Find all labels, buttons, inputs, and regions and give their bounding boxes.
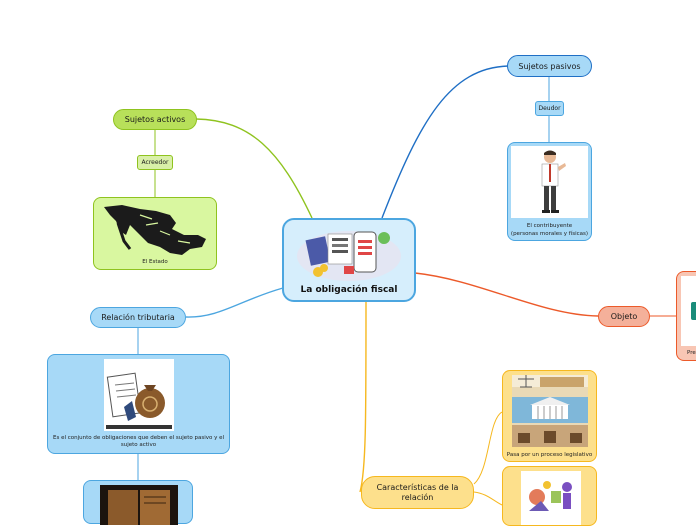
connector-sujetos-activos	[195, 118, 313, 219]
connector-relacion	[185, 287, 284, 318]
node-caracteristicas-label: Características de la relación	[376, 482, 459, 502]
node-sujetos-activos-label: Sujetos activos	[124, 115, 186, 124]
node-sujetos-pasivos[interactable]: Sujetos pasivos	[507, 55, 592, 77]
node-sujetos-activos[interactable]: Sujetos activos	[113, 109, 197, 130]
node-acreedor[interactable]: Acreedor	[137, 155, 173, 170]
central-topic-title: La obligación fiscal	[300, 285, 398, 295]
card-proceso-legislativo-caption: Pasa por un proceso legislativo	[506, 452, 593, 458]
family-money-image	[521, 471, 581, 525]
card-documento-antiguo[interactable]	[83, 480, 193, 525]
tax-documents-icon	[106, 372, 172, 429]
node-deudor[interactable]: Deudor	[535, 101, 564, 116]
card-conjunto-obligaciones-caption: Es el conjunto de obligaciones que deben…	[52, 435, 224, 448]
node-deudor-label: Deudor	[538, 105, 561, 112]
card-el-contribuyente-caption-1: El contribuyente	[526, 223, 573, 229]
mexico-map-image	[104, 205, 206, 255]
card-proceso-legislativo[interactable]: Pasa por un proceso legislativo	[502, 370, 597, 462]
connector-caract-card2	[473, 491, 503, 506]
objeto-image-frame	[681, 276, 696, 346]
card-el-estado-caption: El Estado	[142, 259, 168, 265]
card-el-contribuyente[interactable]: El contribuyente (personas morales y fís…	[507, 142, 592, 241]
node-objeto[interactable]: Objeto	[598, 306, 650, 327]
node-acreedor-label: Acreedor	[141, 159, 169, 166]
connector-objeto	[414, 272, 599, 317]
node-relacion-tributaria[interactable]: Relación tributaria	[90, 307, 186, 328]
card-objeto-caption: Pre	[687, 350, 696, 356]
node-relacion-tributaria-label: Relación tributaria	[101, 313, 175, 322]
connector-caracteristicas	[359, 301, 367, 493]
card-el-contribuyente-caption-2: (personas morales y físicas)	[510, 231, 589, 237]
legislative-building-image	[512, 375, 588, 447]
card-el-estado[interactable]: El Estado	[93, 197, 217, 270]
central-topic-image	[297, 231, 401, 281]
node-sujetos-pasivos-label: Sujetos pasivos	[518, 61, 581, 71]
old-document-image	[100, 485, 178, 525]
card-conjunto-obligaciones[interactable]: Es el conjunto de obligaciones que deben…	[47, 354, 230, 454]
connector-caract-card1	[473, 411, 503, 485]
card-caracteristica-2[interactable]	[502, 466, 597, 526]
node-caracteristicas[interactable]: Características de la relación	[361, 476, 474, 509]
central-topic[interactable]: La obligación fiscal	[282, 218, 416, 302]
objeto-image-shape	[691, 302, 696, 320]
businessman-icon	[541, 150, 566, 213]
node-objeto-label: Objeto	[610, 312, 638, 321]
card-objeto[interactable]: Pre	[676, 271, 696, 361]
connector-sujetos-pasivos	[381, 65, 509, 219]
